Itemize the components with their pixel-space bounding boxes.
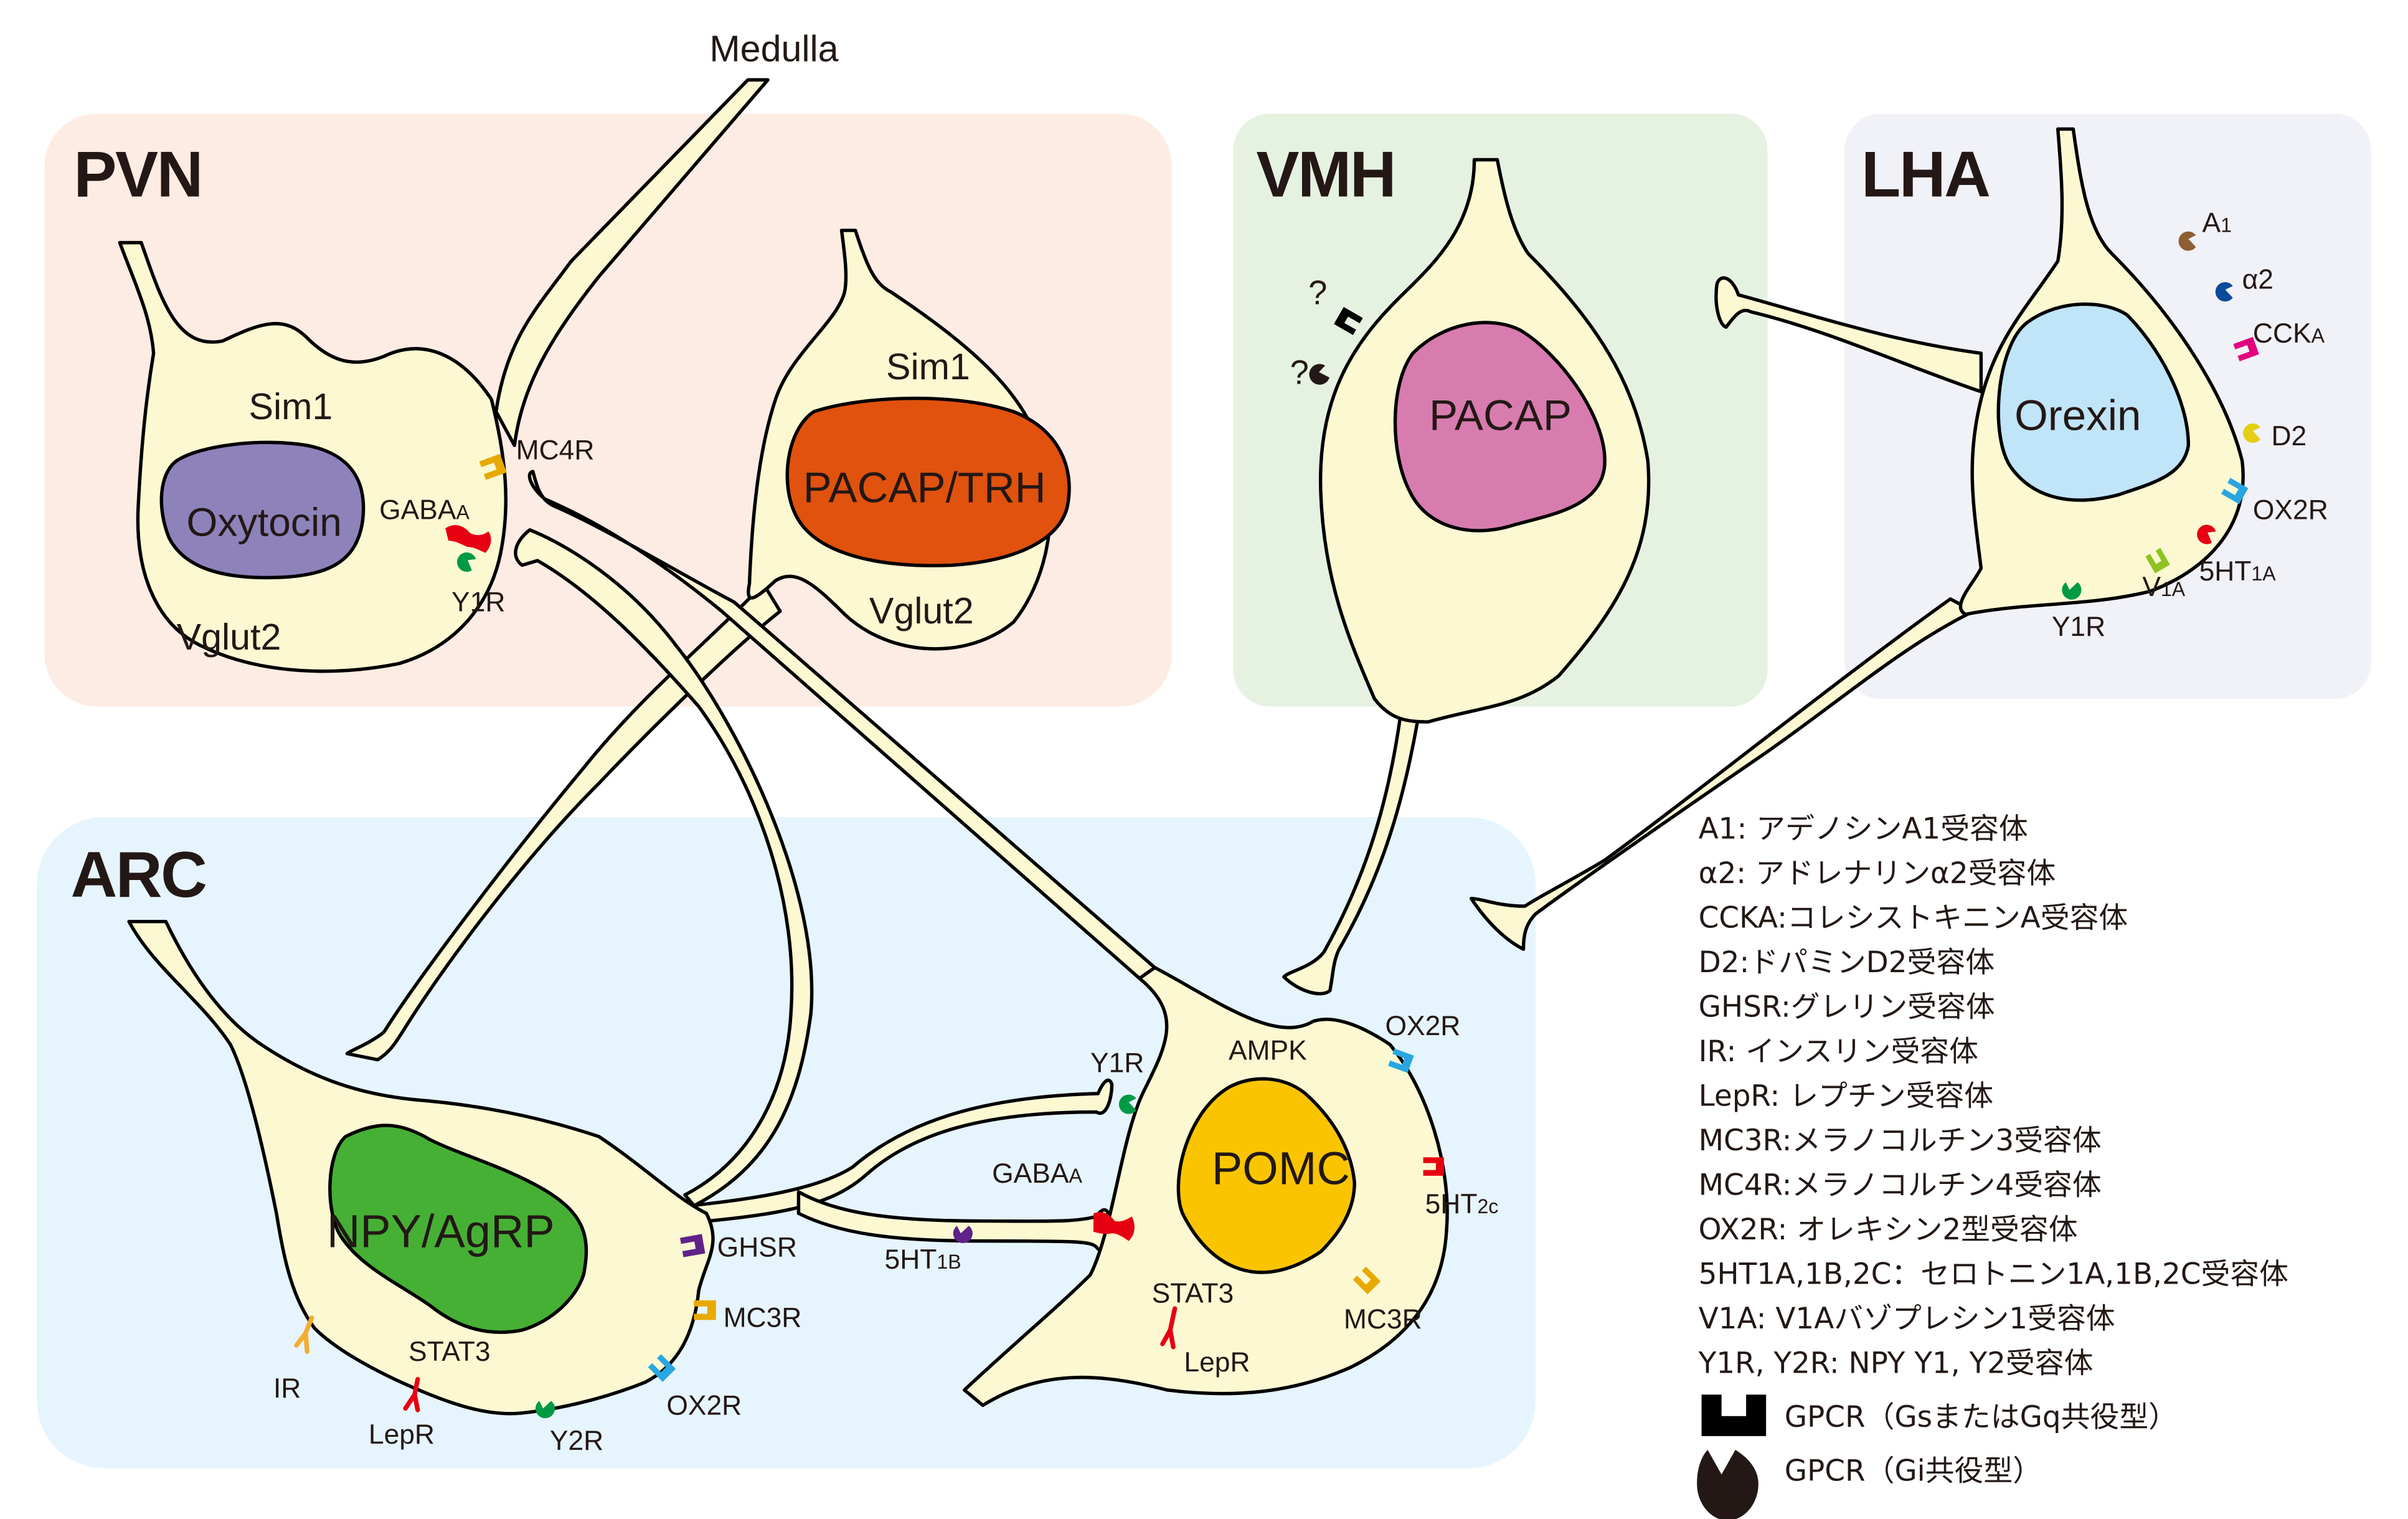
- legend-entry: MC3R:メラノコルチン3受容体: [1699, 1124, 2102, 1158]
- nucleus-orexin: [1996, 302, 2191, 502]
- label-npy-ox2r: OX2R: [666, 1390, 742, 1421]
- legend-entry: LepR: レプチン受容体: [1699, 1080, 1994, 1114]
- axon-npy-to-pvn-y1r: [514, 528, 814, 1208]
- label-pomc-mc3r: MC3R: [1344, 1304, 1422, 1335]
- label-lha-d2: D2: [2272, 421, 2307, 452]
- nucleus-pacap-trh: [785, 396, 1071, 567]
- label-pvn-y1r: Y1R: [451, 587, 505, 618]
- nucleus-pomc: [1176, 1077, 1356, 1274]
- legend-entry: V1A: V1Aバゾプレシン1受容体: [1699, 1302, 2115, 1336]
- axon-lha-left-terminal: [1714, 276, 1983, 394]
- receptor-pomc-gabaa: [1093, 1212, 1135, 1241]
- label-npy-ir: IR: [273, 1373, 301, 1404]
- unknown-mark-2: ?: [1290, 354, 1309, 392]
- label-lha-ox2r: OX2R: [2253, 495, 2328, 526]
- region-title-pvn: PVN: [73, 138, 202, 211]
- label-npy-ghsr: GHSR: [717, 1232, 797, 1262]
- marker-stat3-pomc: STAT3: [1152, 1278, 1234, 1308]
- label-pomc-lepr: LepR: [1184, 1347, 1250, 1378]
- label-lha-a1: A1: [2203, 207, 2232, 238]
- nucleus-npy-agrp: [328, 1124, 588, 1334]
- nucleus-label-oxytocin: Oxytocin: [186, 500, 341, 545]
- label-pomc-gabaa: GABAA: [992, 1158, 1082, 1189]
- axon-pvn2-to-arc: [345, 582, 782, 1062]
- axon-vmh-to-pomc: [1282, 701, 1422, 996]
- label-lha-ccka: CCKA: [2253, 318, 2325, 349]
- marker-ampk: AMPK: [1229, 1036, 1307, 1066]
- receptor-npy-ir: [294, 1315, 314, 1354]
- label-npy-lepr: LepR: [369, 1419, 435, 1450]
- nucleus-pacap: [1393, 321, 1607, 532]
- legend-entry: 5HT1A,1B,2C：セロトニン1A,1B,2C受容体: [1699, 1258, 2288, 1292]
- marker-stat3-npy: STAT3: [408, 1337, 491, 1367]
- nucleus-label-pomc: POMC: [1212, 1142, 1350, 1194]
- legend-gi-icon: [1697, 1450, 1759, 1519]
- label-pomc-ox2r: OX2R: [1386, 1011, 1461, 1041]
- receptor-npy-lepr: [403, 1376, 420, 1413]
- legend-entry: OX2R: オレキシン2型受容体: [1699, 1213, 2078, 1247]
- legend-entry: D2:ドパミンD2受容体: [1699, 946, 1995, 980]
- marker-vglut2-2: Vglut2: [869, 590, 974, 632]
- label-npy-mc3r: MC3R: [724, 1303, 802, 1333]
- label-pvn-mc4r: MC4R: [516, 435, 595, 465]
- nucleus-label-npy-agrp: NPY/AgRP: [327, 1205, 555, 1257]
- legend-entry: IR: インスリン受容体: [1699, 1035, 1978, 1069]
- region-title-arc: ARC: [70, 838, 205, 911]
- axon-pvn-to-medulla: [494, 78, 770, 447]
- label-npy-y2r: Y2R: [550, 1426, 603, 1456]
- label-pomc-5ht2c: 5HT2c: [1425, 1189, 1499, 1219]
- label-pomc-5ht1b: 5HT1B: [885, 1244, 961, 1275]
- label-pomc-y1r: Y1R: [1090, 1048, 1144, 1078]
- receptor-pomc-lepr: [1160, 1306, 1178, 1350]
- medulla-label: Medulla: [709, 28, 838, 70]
- label-lha-y1r: Y1R: [2052, 612, 2105, 642]
- legend-entry: MC4R:メラノコルチン4受容体: [1699, 1169, 2102, 1203]
- label-lha-v1a: V1A: [2142, 572, 2185, 602]
- axon-npy-to-pomc-y1r: [674, 1079, 1114, 1224]
- region-title-vmh: VMH: [1256, 138, 1395, 211]
- nucleus-label-pacap-trh: PACAP/TRH: [803, 463, 1046, 511]
- axon-lha-to-arc: [1469, 597, 1975, 951]
- legend-gs-label: GPCR（GsまたはGq共役型）: [1785, 1401, 2178, 1434]
- nucleus-label-pacap: PACAP: [1429, 391, 1572, 440]
- axon-pomc-to-pvn-mc4r: [527, 470, 1157, 980]
- label-lha-alpha2: α2: [2242, 265, 2273, 295]
- nucleus-label-orexin: Orexin: [2014, 391, 2141, 440]
- legend-entry: GHSR:グレリン受容体: [1699, 991, 1995, 1024]
- legend-entry: α2: アドレナリンα2受容体: [1699, 857, 2056, 891]
- marker-sim1-2: Sim1: [886, 346, 970, 387]
- marker-vglut2-1: Vglut2: [177, 616, 281, 658]
- legend-entry: A1: アデノシンA1受容体: [1699, 813, 2028, 846]
- unknown-mark-1: ?: [1308, 274, 1327, 311]
- marker-sim1-1: Sim1: [249, 386, 333, 427]
- nucleus-oxytocin: [159, 440, 366, 580]
- legend-entry: CCKA:コレシストキニンA受容体: [1699, 902, 2128, 935]
- legend-gs-icon: [1701, 1394, 1767, 1436]
- label-pvn-gabaa: GABAA: [379, 495, 470, 526]
- legend-entry: Y1R, Y2R: NPY Y1, Y2受容体: [1698, 1347, 2094, 1381]
- label-lha-5ht1a: 5HT1A: [2199, 556, 2277, 587]
- region-title-lha: LHA: [1861, 138, 1990, 211]
- legend-gi-label: GPCR（Gi共役型）: [1785, 1454, 2042, 1488]
- receptor-pvn-gabaa: [445, 525, 491, 553]
- legend: A1: アデノシンA1受容体 α2: アドレナリンα2受容体 CCKA:コレシス…: [1697, 813, 2288, 1519]
